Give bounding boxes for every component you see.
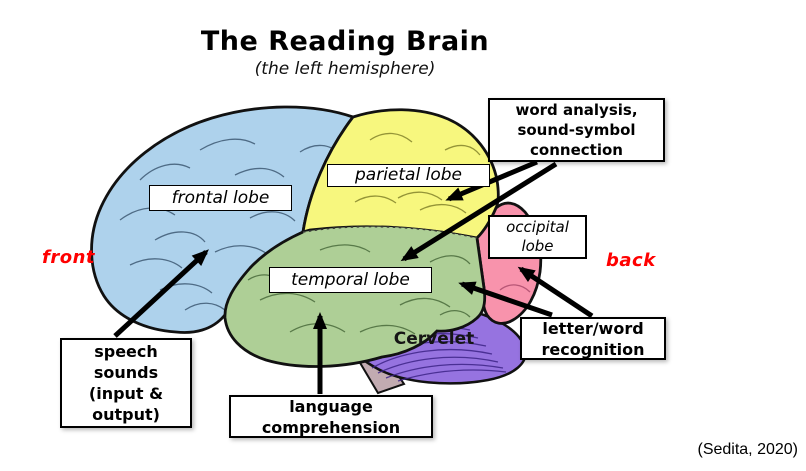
parietal-lobe-label: parietal lobe [327, 164, 490, 187]
occipital-lobe-label: occipital lobe [488, 215, 587, 259]
temporal-lobe-label-text: temporal lobe [291, 269, 410, 290]
diagram-title: The Reading Brain [200, 26, 490, 57]
arrow-letterword-to-temporal [458, 281, 553, 318]
arrow-speech-to-frontal [113, 249, 209, 338]
speech-sounds-line4: output) [92, 405, 160, 424]
word-analysis-line2: sound-symbol [517, 121, 636, 139]
annotation-arrows [113, 159, 594, 394]
letter-word-line2: recognition [541, 339, 645, 359]
letter-word-line1: letter/word [542, 318, 644, 338]
language-comprehension-line1: language [289, 396, 373, 416]
temporal-lobe-label: temporal lobe [269, 267, 432, 293]
letter-word-recognition-label: letter/word recognition [520, 317, 666, 360]
frontal-lobe-label: frontal lobe [149, 185, 292, 211]
word-analysis-line3: connection [530, 141, 623, 159]
occipital-lobe-label-line1: occipital [506, 218, 569, 236]
language-comprehension-line2: comprehension [261, 417, 401, 437]
parietal-lobe-label-text: parietal lobe [355, 165, 462, 185]
arrow-wordanalysis-to-temporoparietal [400, 161, 558, 262]
occipital-lobe-label-line2: lobe [521, 237, 554, 255]
title-block: The Reading Brain (the left hemisphere) [0, 26, 690, 79]
temporal-lobe-outline [223, 230, 487, 368]
language-comprehension-label: language comprehension [229, 395, 433, 438]
cerebellum-label: Cervelet [394, 329, 474, 349]
speech-sounds-line2: sounds [93, 363, 159, 382]
parietal-temporal-dotted-boundary [302, 225, 478, 239]
attribution-citation: (Sedita, 2020) [697, 441, 798, 458]
frontal-lobe-label-text: frontal lobe [171, 187, 270, 208]
arrow-wordanalysis-to-parietal [445, 159, 538, 202]
speech-sounds-line1: speech [94, 342, 158, 361]
diagram-subtitle: (the left hemisphere) [254, 59, 436, 79]
front-direction-label: front [42, 247, 95, 268]
speech-sounds-line3: (input & [88, 384, 164, 403]
word-analysis-line1: word analysis, [515, 101, 638, 119]
speech-sounds-label: speech sounds (input & output) [60, 338, 192, 428]
back-direction-label: back [606, 250, 656, 271]
arrow-letterword-to-occipital [517, 266, 594, 319]
word-analysis-label: word analysis, sound-symbol connection [488, 98, 665, 162]
